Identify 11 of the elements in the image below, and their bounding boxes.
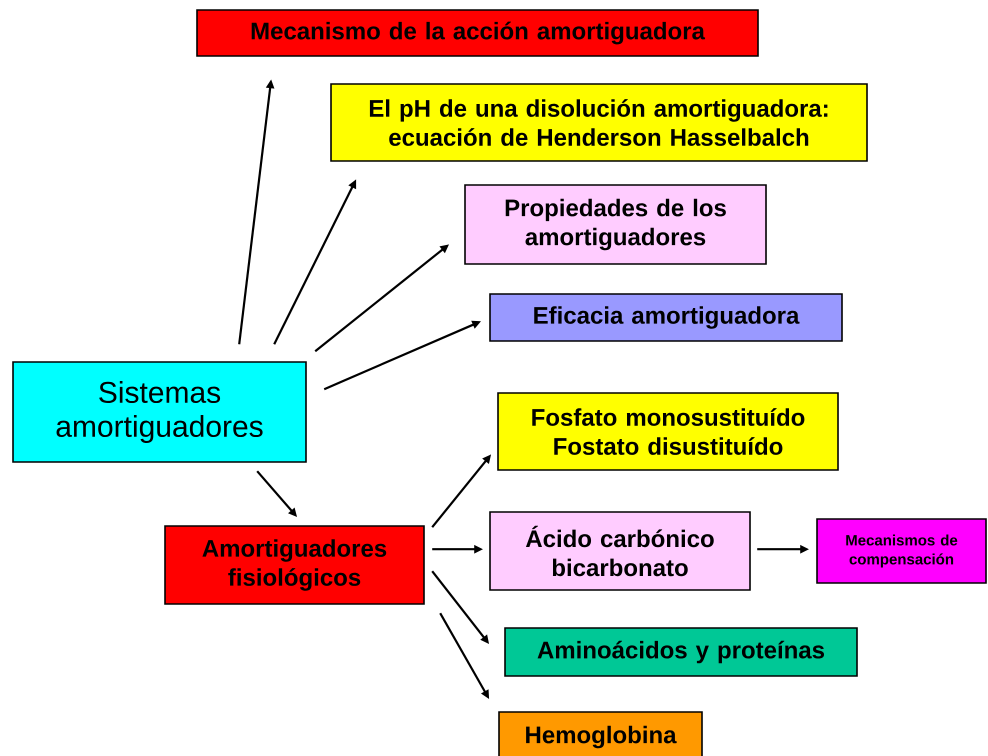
concept-box: Sistemas amortiguadores xyxy=(12,361,307,463)
concept-box: Ácido carbónico bicarbonato xyxy=(489,511,751,591)
concept-box: Propiedades de los amortiguadores xyxy=(464,184,767,265)
concept-box: Eficacia amortiguadora xyxy=(489,293,843,342)
concept-box: Mecanismo de la acción amortiguadora xyxy=(196,9,759,57)
concept-box: Amortiguadores fisiológicos xyxy=(164,525,425,605)
concept-box: Mecanismos de compensación xyxy=(816,518,987,584)
concept-box: Aminoácidos y proteínas xyxy=(504,627,858,677)
concept-box: Fosfato monosustituído Fostato disustituído xyxy=(497,392,839,471)
concept-box: Hemoglobina xyxy=(498,711,703,756)
concept-box: El pH de una disolución amortiguadora: ecuación de Henderson Hasselbalch xyxy=(330,83,868,162)
